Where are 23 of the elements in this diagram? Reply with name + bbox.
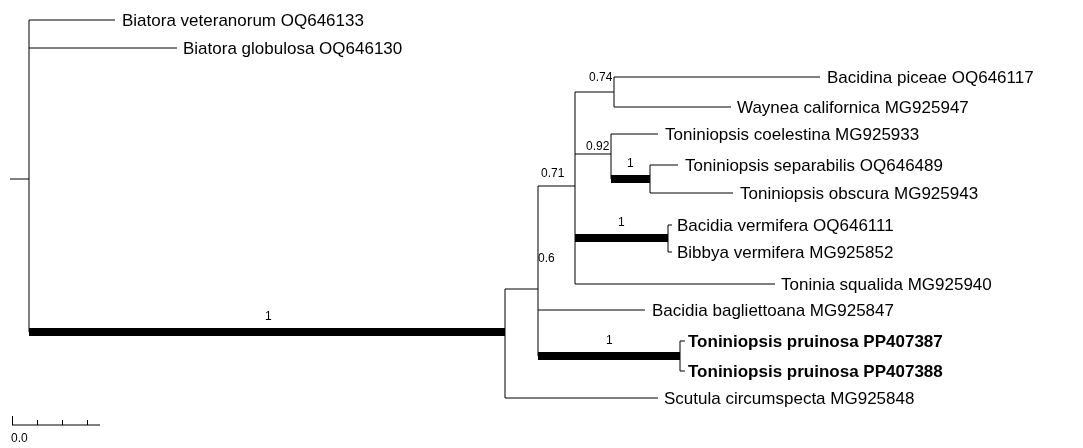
taxon-label: Bacidia vermifera OQ646111: [677, 216, 894, 234]
taxon-label: Toniniopsis coelestina MG925933: [665, 125, 920, 143]
support-value: 1: [606, 334, 613, 346]
taxon-label: Biatora veteranorum OQ646133: [122, 11, 364, 29]
taxon-label: Bibbya vermifera MG925852: [677, 243, 894, 261]
support-value: 1: [627, 157, 634, 169]
support-value: 0.71: [541, 167, 565, 179]
taxon-label: Toniniopsis obscura MG925943: [740, 184, 979, 202]
support-value: 1: [265, 310, 272, 322]
scale-value: 0.0: [11, 432, 28, 444]
taxon-label: Waynea californica MG925947: [737, 98, 969, 116]
taxon-label: Toniniopsis pruinosa PP407388: [688, 362, 943, 380]
taxon-label: Toniniopsis pruinosa PP407387: [688, 332, 943, 350]
support-value: 0.6: [538, 252, 555, 264]
taxon-label: Biatora globulosa OQ646130: [183, 39, 403, 57]
support-value: 0.74: [589, 71, 613, 83]
taxon-label: Bacidia bagliettoana MG925847: [652, 301, 894, 319]
taxon-label: Toniniopsis separabilis OQ646489: [685, 156, 943, 174]
taxon-label: Toninia squalida MG925940: [781, 275, 992, 293]
taxon-label: Scutula circumspecta MG925848: [664, 389, 915, 407]
taxon-label: Bacidina piceae OQ646117: [827, 68, 1034, 86]
support-value: 1: [618, 216, 625, 228]
support-value: 0.92: [586, 140, 610, 152]
